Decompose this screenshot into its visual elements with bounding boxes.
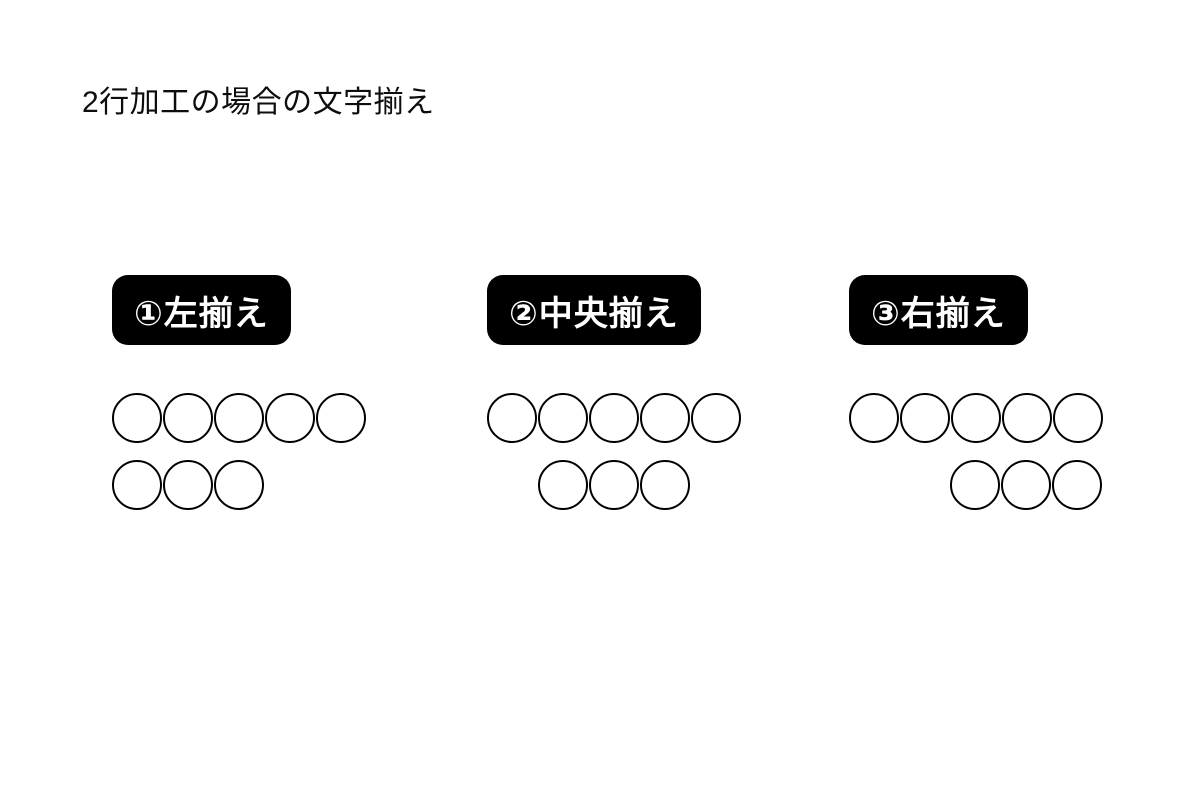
circle-glyph xyxy=(1053,393,1103,443)
label-row: ①左揃え xyxy=(112,275,372,345)
circle-glyph xyxy=(487,393,537,443)
circle-grid-left xyxy=(112,393,366,511)
circle-glyph xyxy=(1001,460,1051,510)
circle-row xyxy=(487,460,740,511)
alignment-label-center[interactable]: ②中央揃え xyxy=(487,275,701,345)
circle-glyph xyxy=(900,393,950,443)
circle-row xyxy=(487,393,741,444)
circle-glyph xyxy=(537,460,588,510)
circle-glyph xyxy=(112,460,162,510)
circle-glyph xyxy=(951,393,1001,443)
circle-glyph xyxy=(112,393,162,443)
circle-glyph xyxy=(950,460,1000,510)
page-title: 2行加工の場合の文字揃え xyxy=(82,86,435,119)
circle-glyph xyxy=(265,393,315,443)
circle-glyph xyxy=(640,393,690,443)
circle-glyph xyxy=(316,393,366,443)
circle-glyph xyxy=(639,460,690,510)
circle-glyph xyxy=(214,460,264,510)
circle-glyph xyxy=(1052,460,1102,510)
circle-glyph xyxy=(588,460,639,510)
alignment-label-left[interactable]: ①左揃え xyxy=(112,275,291,345)
circle-glyph xyxy=(214,393,264,443)
circle-row xyxy=(112,393,366,444)
alignment-label-right[interactable]: ③右揃え xyxy=(849,275,1028,345)
alignment-group-center: ②中央揃え xyxy=(487,275,747,511)
circle-glyph xyxy=(163,460,213,510)
label-row: ③右揃え xyxy=(849,275,1109,345)
alignment-group-right: ③右揃え xyxy=(849,275,1109,511)
circle-glyph xyxy=(691,393,741,443)
circle-row xyxy=(112,460,365,511)
circle-grid-center xyxy=(487,393,741,511)
circle-row xyxy=(849,460,1102,511)
circle-glyph xyxy=(849,393,899,443)
circle-row xyxy=(849,393,1103,444)
label-row: ②中央揃え xyxy=(487,275,747,345)
circle-glyph xyxy=(589,393,639,443)
circle-grid-right xyxy=(849,393,1103,511)
circle-glyph xyxy=(163,393,213,443)
circle-glyph xyxy=(538,393,588,443)
circle-glyph xyxy=(1002,393,1052,443)
alignment-group-left: ①左揃え xyxy=(112,275,372,511)
